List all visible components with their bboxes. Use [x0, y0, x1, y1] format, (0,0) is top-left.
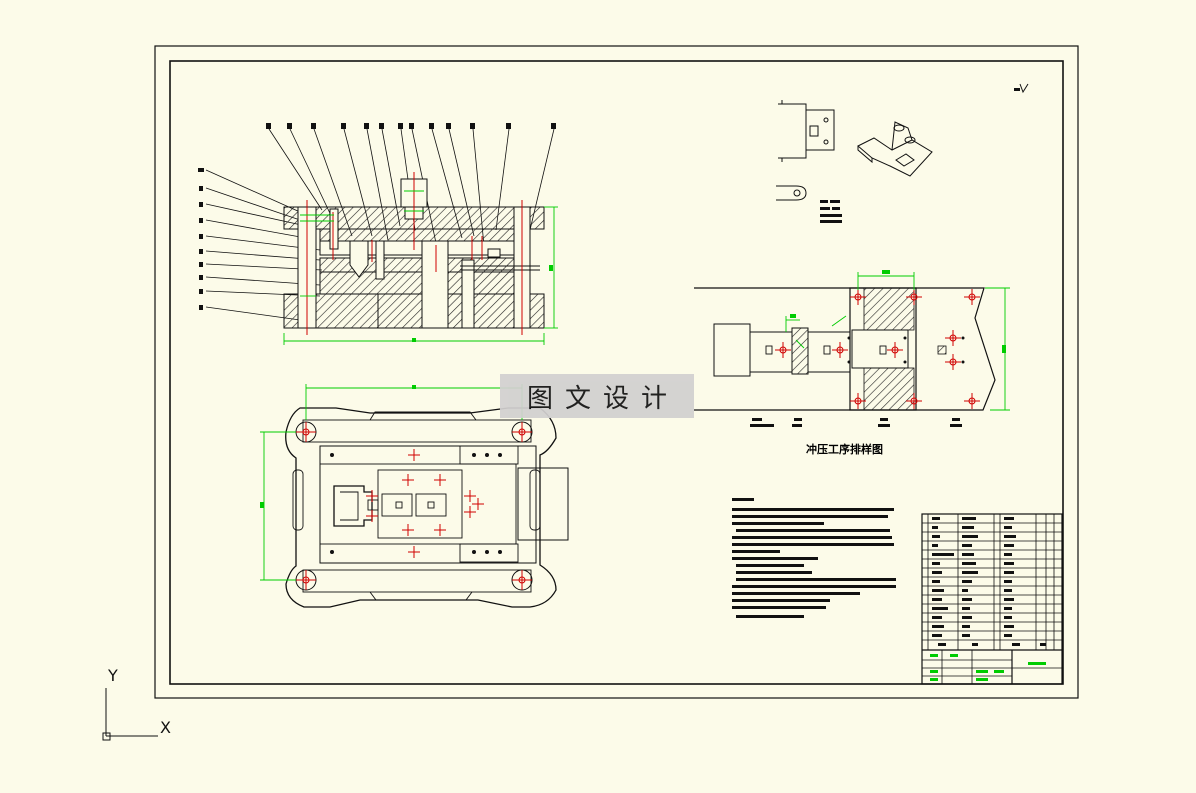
- plan-center-marks: [296, 422, 532, 590]
- die-section-view: [198, 123, 558, 345]
- part-notes: [820, 200, 842, 223]
- surface-roughness-icon: [1014, 83, 1029, 94]
- strip-layout-title: 冲压工序排样图: [806, 443, 883, 456]
- left-leader-labels: [198, 168, 204, 310]
- title-block-green: [930, 654, 1046, 681]
- title-block: [921, 513, 1063, 685]
- ucs-x-label: X: [160, 718, 171, 737]
- ucs-icon: [102, 688, 158, 741]
- die-plan-view: [260, 384, 569, 608]
- watermark-text: 图文设计: [526, 383, 679, 414]
- strip-layout: [694, 270, 1010, 427]
- inner-border: [169, 60, 1064, 685]
- technical-requirements: [732, 498, 896, 618]
- ucs-y-label: Y: [108, 666, 118, 685]
- title-block-text: [932, 517, 1046, 646]
- outer-border: [154, 45, 1079, 699]
- top-leader-labels: [266, 123, 556, 129]
- watermark-banner: 图文设计: [500, 374, 694, 418]
- station-labels: [750, 418, 962, 427]
- strip-center-marks: [775, 289, 980, 409]
- part-views: [776, 100, 933, 201]
